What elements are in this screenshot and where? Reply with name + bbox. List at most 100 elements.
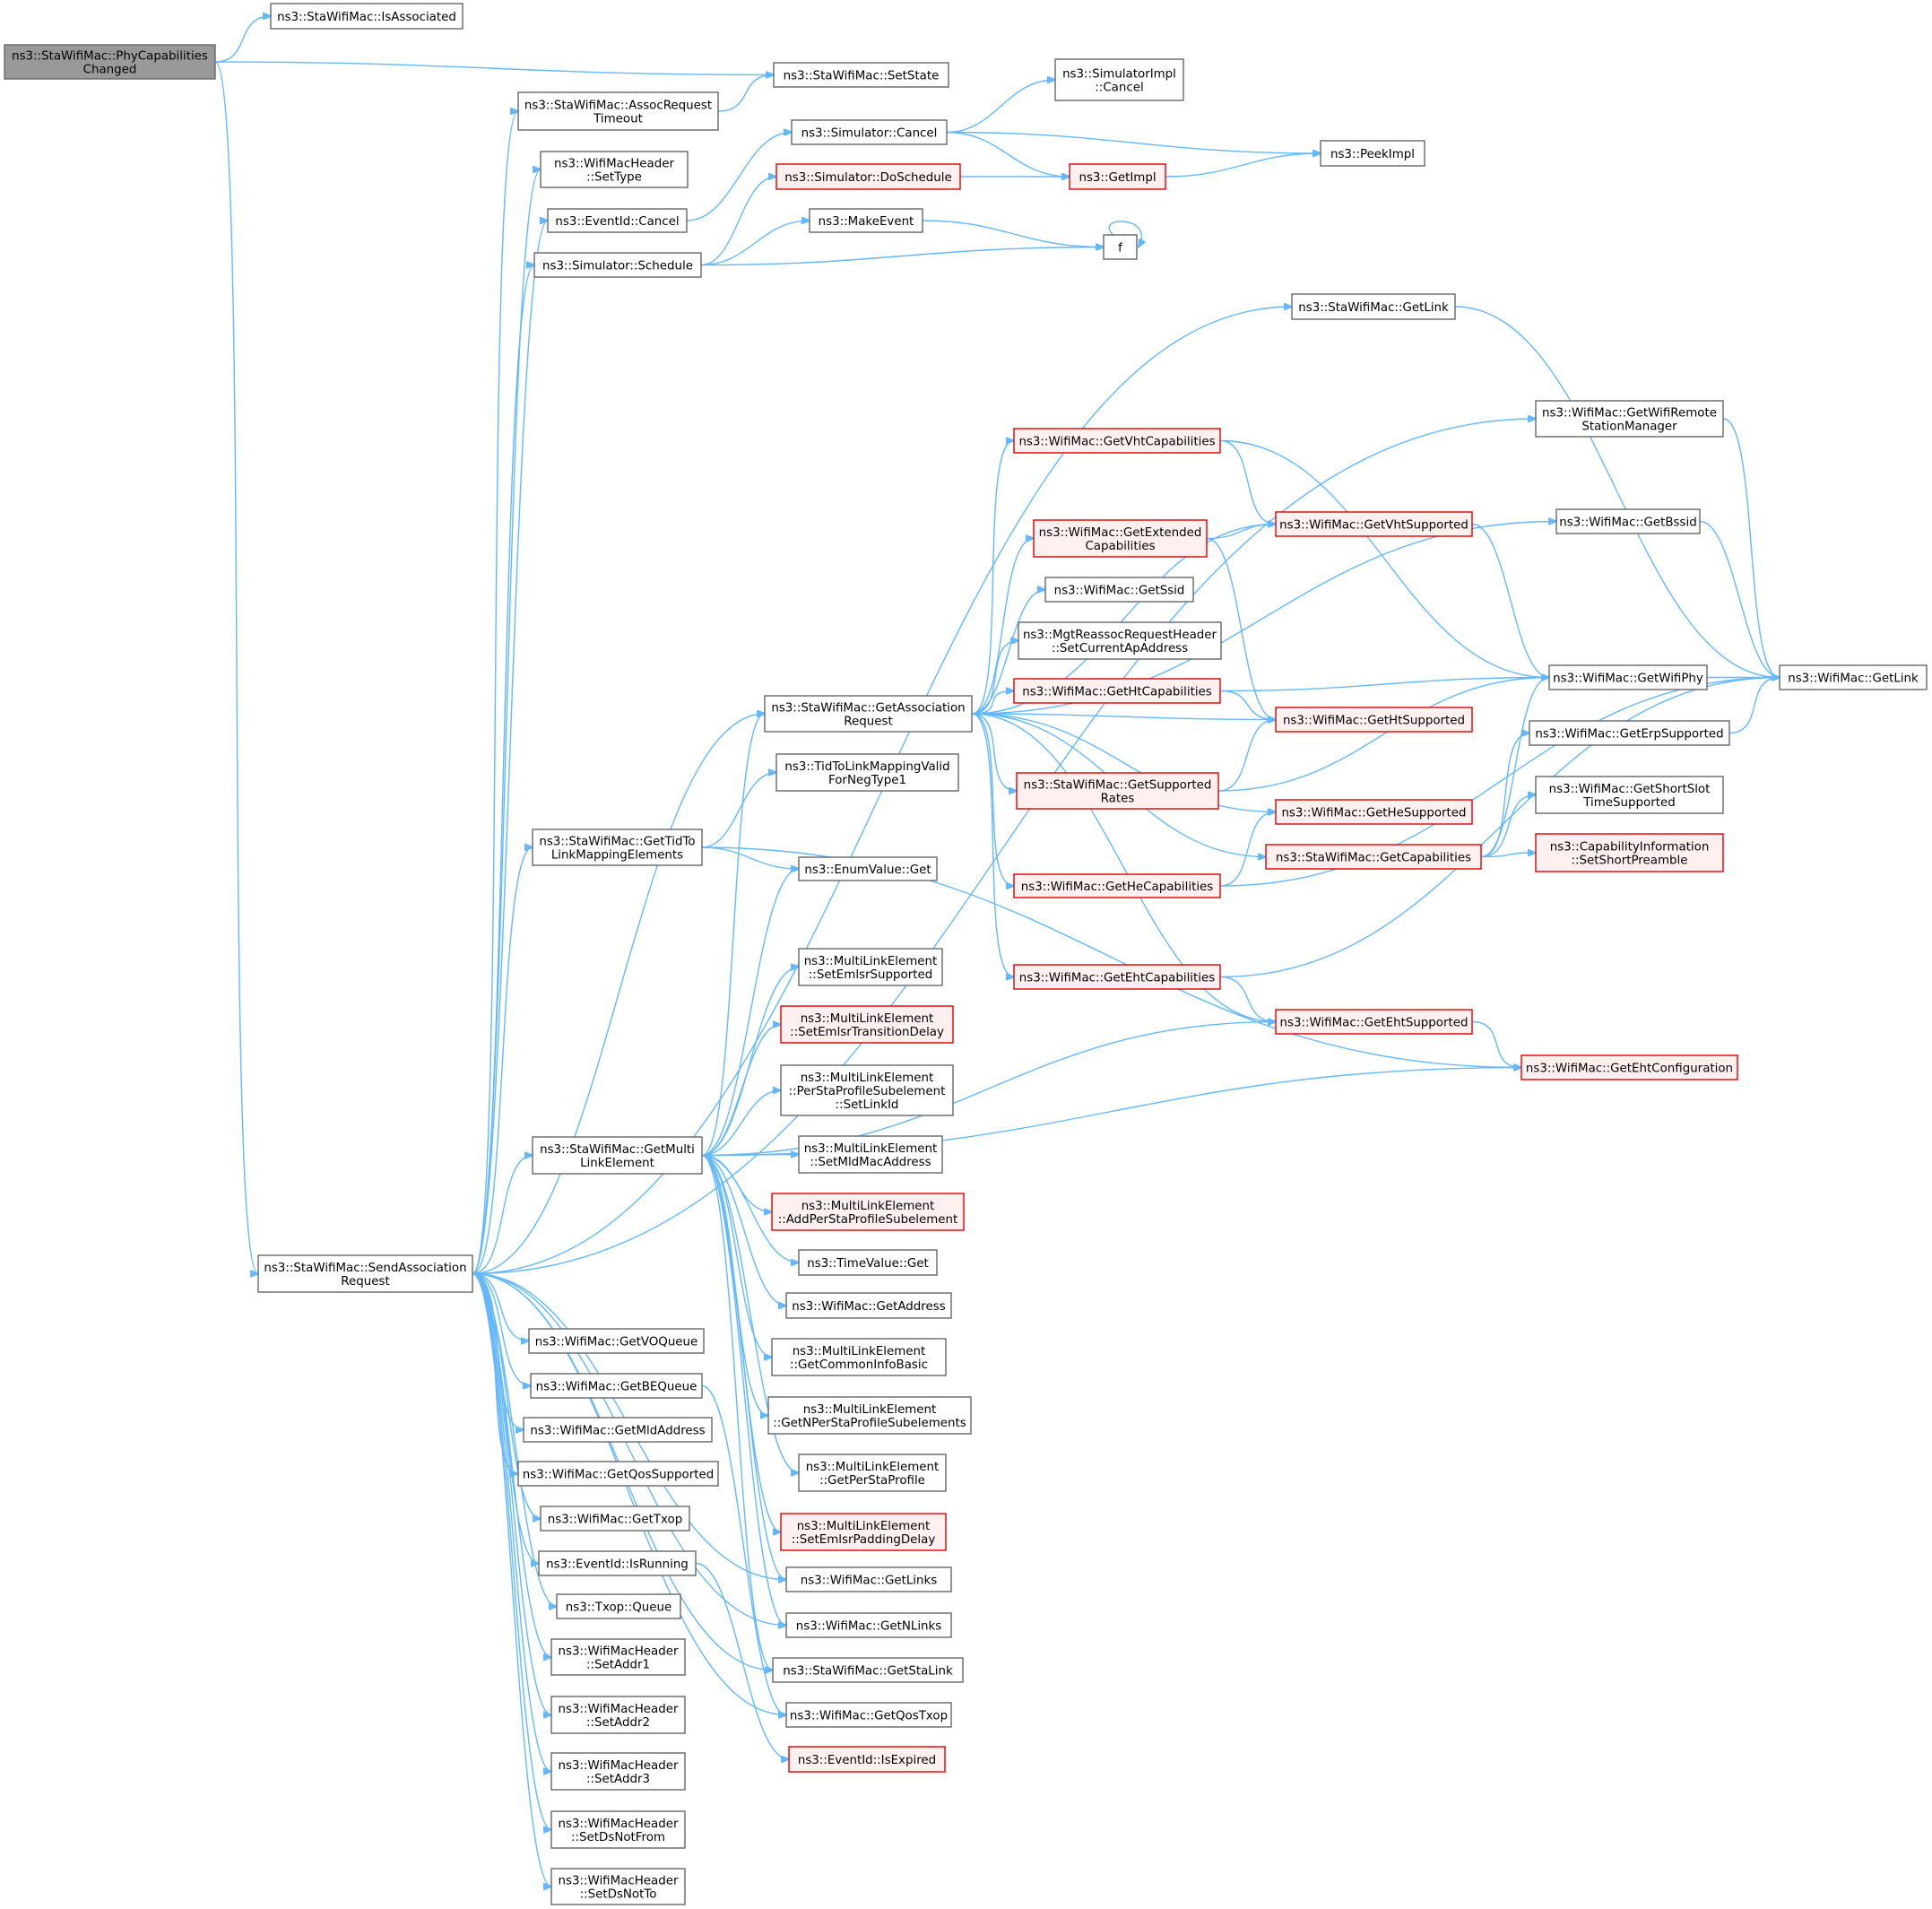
node-getMldAddress[interactable]: ns3::WifiMac::GetMldAddress: [523, 1417, 713, 1443]
node-makeEvent[interactable]: ns3::MakeEvent: [809, 208, 923, 233]
node-label: ns3::MultiLinkElement: [801, 1200, 935, 1213]
node-setEmlsrSupp[interactable]: ns3::MultiLinkElement::SetEmlsrSupported: [798, 948, 943, 986]
node-label: ns3::WifiMac::GetShortSlot: [1549, 783, 1711, 796]
node-label: ns3::TidToLinkMappingValid: [784, 760, 949, 774]
node-simDoSchedule[interactable]: ns3::Simulator::DoSchedule: [775, 163, 961, 190]
edge-sendAssocReq-to-getRemoteStationMgr: [472, 419, 1536, 1275]
node-getRemoteStationMgr[interactable]: ns3::WifiMac::GetWifiRemoteStationManage…: [1535, 400, 1724, 438]
node-setMldMacAddr[interactable]: ns3::MultiLinkElement::SetMldMacAddress: [798, 1135, 943, 1174]
node-getWifiPhy[interactable]: ns3::WifiMac::GetWifiPhy: [1548, 664, 1708, 690]
node-box: [798, 1453, 947, 1492]
node-simCancel[interactable]: ns3::Simulator::Cancel: [791, 119, 948, 145]
node-macGetLink[interactable]: ns3::WifiMac::GetLink: [1779, 664, 1928, 690]
node-isExpired[interactable]: ns3::EventId::IsExpired: [788, 1746, 946, 1773]
node-getVhtCaps[interactable]: ns3::WifiMac::GetVhtCapabilities: [1013, 428, 1221, 454]
node-getEhtSupported[interactable]: ns3::WifiMac::GetEhtSupported: [1275, 1009, 1473, 1035]
node-setAddr1[interactable]: ns3::WifiMacHeader::SetAddr1: [550, 1638, 686, 1676]
node-box: [785, 1702, 952, 1728]
node-box: [550, 1638, 686, 1676]
node-getCapabilities[interactable]: ns3::StaWifiMac::GetCapabilities: [1265, 844, 1482, 870]
edge-getAssocReq-to-getVhtSupported: [971, 525, 1276, 715]
node-getTxop[interactable]: ns3::WifiMac::GetTxop: [540, 1506, 690, 1532]
edge-sendAssocReq-to-getAssocReq: [472, 714, 765, 1275]
node-setShortPreamble[interactable]: ns3::CapabilityInformation::SetShortPrea…: [1535, 833, 1724, 872]
node-getNLinks[interactable]: ns3::WifiMac::GetNLinks: [785, 1612, 952, 1638]
edge-getSuppRates-to-getHtSupported: [1217, 720, 1276, 792]
node-getEhtCaps[interactable]: ns3::WifiMac::GetEhtCapabilities: [1013, 964, 1221, 990]
node-box: [773, 62, 949, 88]
node-isRunning[interactable]: ns3::EventId::IsRunning: [538, 1550, 697, 1576]
node-label: ns3::MgtReassocRequestHeader: [1023, 629, 1217, 642]
edge-getEhtCaps-to-macGetLink: [1219, 678, 1780, 978]
node-getBssid[interactable]: ns3::WifiMac::GetBssid: [1555, 508, 1701, 534]
node-peekImpl[interactable]: ns3::PeekImpl: [1320, 140, 1425, 167]
node-staGetLink[interactable]: ns3::StaWifiMac::GetLink: [1291, 293, 1456, 320]
edge-getCapabilities-to-getShortSlot: [1480, 795, 1536, 858]
node-addPerSta[interactable]: ns3::MultiLinkElement::AddPerStaProfileS…: [771, 1193, 965, 1231]
node-getCommonInfo[interactable]: ns3::MultiLinkElement::GetCommonInfoBasi…: [771, 1338, 947, 1376]
node-label: ns3::StaWifiMac::GetTidTo: [539, 836, 695, 849]
node-label: ns3::WifiMac::GetHtSupported: [1283, 715, 1465, 728]
node-setCurrentApAddr[interactable]: ns3::MgtReassocRequestHeader::SetCurrent…: [1018, 621, 1222, 660]
node-getVhtSupported[interactable]: ns3::WifiMac::GetVhtSupported: [1275, 511, 1473, 537]
node-getHeCaps[interactable]: ns3::WifiMac::GetHeCapabilities: [1013, 873, 1221, 898]
node-getStaLink[interactable]: ns3::StaWifiMac::GetStaLink: [772, 1657, 964, 1683]
node-label: ns3::WifiMac::GetEhtConfiguration: [1526, 1063, 1733, 1076]
node-simImplCancel[interactable]: ns3::SimulatorImpl::Cancel: [1054, 58, 1184, 101]
node-eventIdCancel[interactable]: ns3::EventId::Cancel: [547, 208, 688, 233]
node-getAddress[interactable]: ns3::WifiMac::GetAddress: [785, 1292, 952, 1319]
node-getQosSupported[interactable]: ns3::WifiMac::GetQosSupported: [517, 1461, 719, 1487]
edge-getAssocReq-to-getHtCaps: [971, 691, 1014, 715]
node-getHtSupported[interactable]: ns3::WifiMac::GetHtSupported: [1275, 707, 1473, 733]
node-txopQueue[interactable]: ns3::Txop::Queue: [556, 1593, 681, 1619]
node-getTidToLink[interactable]: ns3::StaWifiMac::GetTidToLinkMappingElem…: [532, 829, 703, 866]
node-getEhtConfig[interactable]: ns3::WifiMac::GetEhtConfiguration: [1520, 1054, 1738, 1080]
node-getHeSupported[interactable]: ns3::WifiMac::GetHeSupported: [1275, 799, 1473, 825]
node-perStaSetLinkId[interactable]: ns3::MultiLinkElement::PerStaProfileSube…: [780, 1064, 954, 1116]
node-setState[interactable]: ns3::StaWifiMac::SetState: [773, 62, 949, 88]
edge-simCancel-to-peekImpl: [946, 131, 1321, 154]
node-getSsid[interactable]: ns3::WifiMac::GetSsid: [1044, 577, 1194, 603]
edge-getHtCaps-to-getHtSupported: [1219, 690, 1276, 720]
node-getImpl[interactable]: ns3::GetImpl: [1069, 163, 1166, 190]
node-setDsNotFrom[interactable]: ns3::WifiMacHeader::SetDsNotFrom: [550, 1810, 686, 1849]
node-getPerSta[interactable]: ns3::MultiLinkElement::GetPerStaProfile: [798, 1453, 947, 1492]
node-setAddr2[interactable]: ns3::WifiMacHeader::SetAddr2: [550, 1696, 686, 1734]
node-setDsNotTo[interactable]: ns3::WifiMacHeader::SetDsNotTo: [550, 1868, 686, 1905]
node-getLinks[interactable]: ns3::WifiMac::GetLinks: [785, 1566, 952, 1592]
node-simSchedule[interactable]: ns3::Simulator::Schedule: [533, 252, 702, 278]
edge-getErpSupported-to-macGetLink: [1728, 678, 1780, 734]
node-getHtCaps[interactable]: ns3::WifiMac::GetHtCapabilities: [1013, 678, 1221, 704]
edge-getBssid-to-macGetLink: [1699, 520, 1780, 678]
node-getNPerSta[interactable]: ns3::MultiLinkElement::GetNPerStaProfile…: [767, 1396, 972, 1435]
node-label: ns3::WifiMac::GetEhtCapabilities: [1019, 972, 1215, 985]
node-box: [771, 1193, 965, 1231]
node-getErpSupported[interactable]: ns3::WifiMac::GetErpSupported: [1529, 720, 1730, 746]
edge-getAssocReq-to-getHeSupported: [971, 713, 1276, 812]
node-setEmlsrTransDelay[interactable]: ns3::MultiLinkElement::SetEmlsrTransitio…: [780, 1005, 954, 1044]
node-timeValueGet[interactable]: ns3::TimeValue::Get: [798, 1249, 938, 1276]
node-setAddr3[interactable]: ns3::WifiMacHeader::SetAddr3: [550, 1752, 686, 1791]
node-getQosTxop[interactable]: ns3::WifiMac::GetQosTxop: [785, 1702, 952, 1728]
node-enumGet[interactable]: ns3::EnumValue::Get: [798, 856, 938, 881]
node-getBEQueue[interactable]: ns3::WifiMac::GetBEQueue: [530, 1373, 703, 1399]
node-f[interactable]: f: [1103, 234, 1138, 260]
node-label: ns3::MultiLinkElement: [803, 1403, 937, 1417]
edge-getEhtCaps-to-getEhtSupported: [1219, 976, 1276, 1022]
node-setEmlsrPadding[interactable]: ns3::MultiLinkElement::SetEmlsrPaddingDe…: [780, 1513, 947, 1551]
node-hdrSetType[interactable]: ns3::WifiMacHeader::SetType: [540, 151, 689, 188]
node-box: [1779, 664, 1928, 690]
node-isAssociated[interactable]: ns3::StaWifiMac::IsAssociated: [270, 3, 464, 30]
edge-sendAssocReq-to-setAddr1: [472, 1272, 551, 1658]
node-getVOQueue[interactable]: ns3::WifiMac::GetVOQueue: [528, 1328, 705, 1354]
edge-getHeCaps-to-getHeSupported: [1219, 812, 1276, 887]
